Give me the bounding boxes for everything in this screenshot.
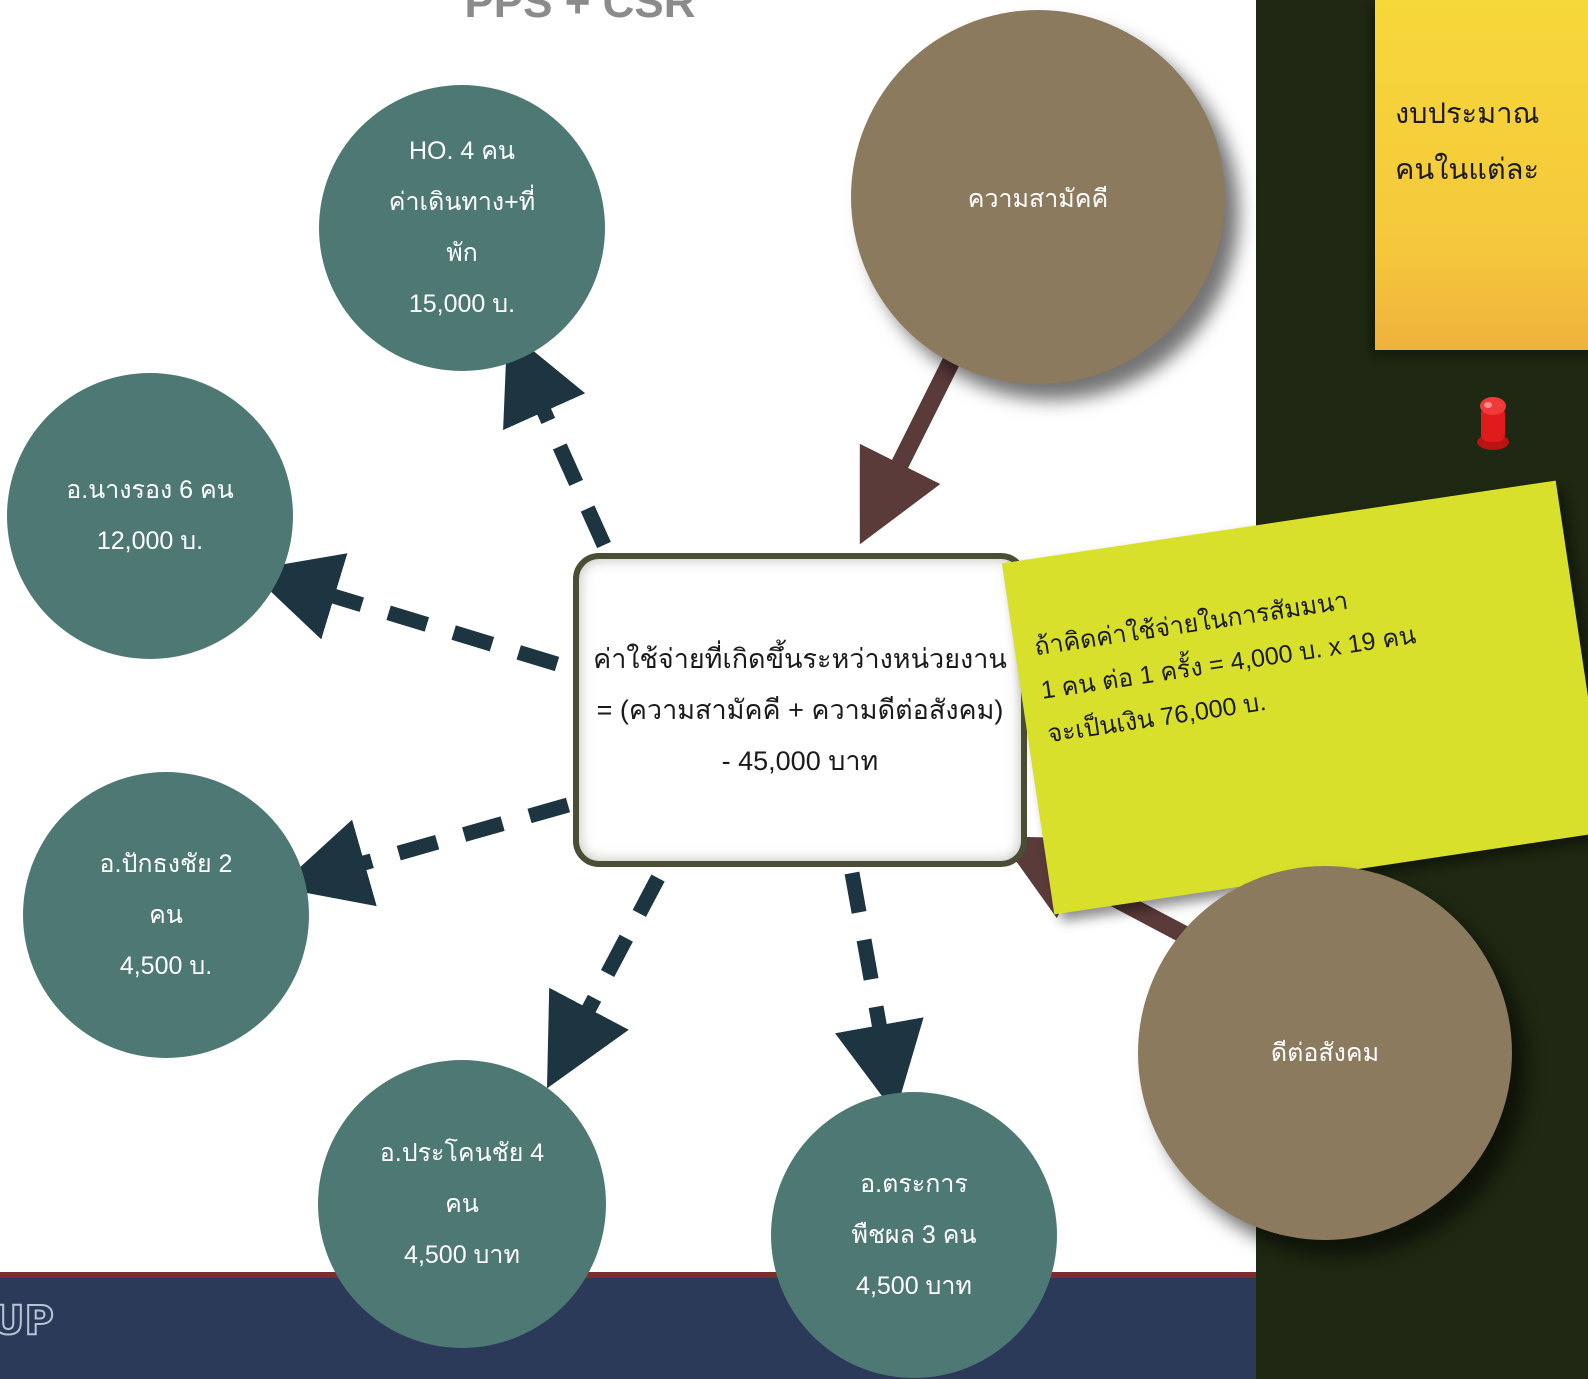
arrow-to-pakthongchai [277,797,571,907]
center-formula-text: ค่าใช้จ่ายที่เกิดขึ้นระหว่างหน่วยงาน = (… [593,643,1007,776]
arrow-to-ho [503,329,611,549]
sticky-note-budget-text: งบประมาณ คนในแต่ละ [1395,98,1540,186]
source-label-unity: ความสามัคคี [967,185,1109,213]
arrow-to-nangrong [248,553,560,672]
arrow-to-trakan [835,871,924,1114]
center-formula-box: ค่าใช้จ่ายที่เกิดขึ้นระหว่างหน่วยงาน = (… [573,553,1027,867]
unit-bubble-pakthongchai: อ.ปักธงชัย 2 คน 4,500 บ. [23,772,309,1058]
unit-label-trakan: อ.ตระการ พืชผล 3 คน 4,500 บาท [851,1169,977,1300]
footer-logo: UP [0,1297,55,1345]
unit-bubble-trakan: อ.ตระการ พืชผล 3 คน 4,500 บาท [771,1092,1057,1378]
unit-label-pakthongchai: อ.ปักธงชัย 2 คน 4,500 บ. [99,849,233,980]
source-bubble-csr: ดีต่อสังคม [1138,866,1512,1240]
footer-band [0,1272,1256,1379]
pushpin-icon [1477,397,1509,450]
slide-title: PPS + CSR [464,0,696,27]
arrow-from-unity [859,355,961,545]
unit-bubble-nangrong: อ.นางรอง 6 คน 12,000 บ. [7,373,293,659]
unit-label-prakhonchai: อ.ประโคนชัย 4 คน 4,500 บาท [379,1138,545,1269]
arrow-to-prakhonchai [546,874,665,1089]
source-label-csr: ดีต่อสังคม [1270,1038,1380,1067]
unit-bubble-prakhonchai: อ.ประโคนชัย 4 คน 4,500 บาท [318,1060,606,1348]
source-bubble-unity: ความสามัคคี [851,10,1225,384]
sticky-note-seminar-text: ถ้าคิดค่าใช้จ่ายในการสัมมนา 1 คน ต่อ 1 ค… [1032,586,1418,749]
unit-label-nangrong: อ.นางรอง 6 คน 12,000 บ. [66,476,234,555]
sticky-note-budget: งบประมาณ คนในแต่ละ [1375,0,1588,350]
unit-bubble-ho: HO. 4 คน ค่าเดินทาง+ที่ พัก 15,000 บ. [319,85,605,371]
unit-label-ho: HO. 4 คน ค่าเดินทาง+ที่ พัก 15,000 บ. [388,137,536,318]
